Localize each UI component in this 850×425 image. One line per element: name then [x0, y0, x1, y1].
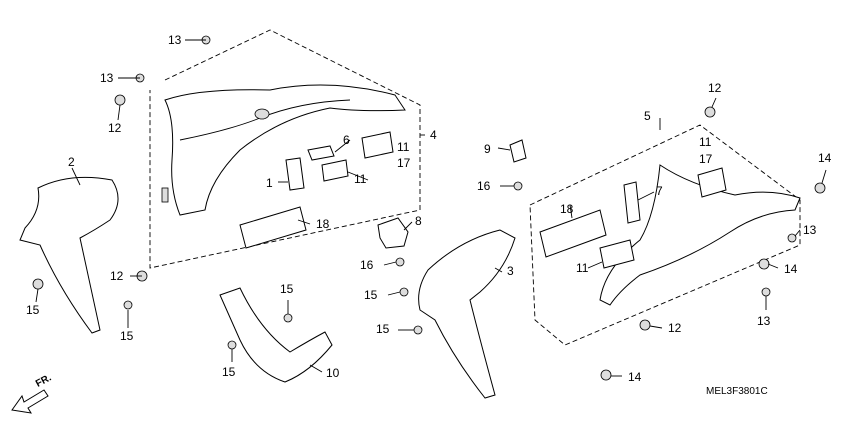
clip-9 — [509, 139, 527, 163]
pad-17-right — [697, 167, 727, 198]
callout-18: 18 — [316, 217, 330, 231]
assembly-box-right — [529, 124, 801, 346]
bracket-8 — [377, 217, 409, 249]
callout-6: 6 — [343, 133, 350, 147]
callout-2: 2 — [68, 155, 75, 169]
callout-13: 13 — [100, 71, 114, 85]
callout-15: 15 — [376, 322, 390, 336]
callout-4: 4 — [430, 128, 437, 142]
callout-17: 17 — [699, 152, 713, 166]
side-panel-2 — [19, 176, 119, 334]
callout-15: 15 — [280, 282, 294, 296]
callout-16: 16 — [360, 258, 374, 272]
strip-18-left — [239, 206, 307, 249]
callout-15: 15 — [222, 365, 236, 379]
pad-7 — [623, 181, 641, 224]
upper-cowl — [164, 84, 406, 216]
pad-1 — [285, 157, 305, 191]
callout-8: 8 — [415, 214, 422, 228]
callout-10: 10 — [326, 366, 340, 380]
leader-lines — [35, 39, 827, 377]
fr-arrow-icon — [11, 389, 49, 414]
pad-6 — [307, 145, 335, 161]
fasteners — [32, 35, 826, 381]
strip-18-right — [539, 209, 607, 258]
callout-12: 12 — [108, 121, 122, 135]
callout-12: 12 — [708, 81, 722, 95]
callout-1: 1 — [266, 176, 273, 190]
callout-13: 13 — [168, 33, 182, 47]
callout-11: 11 — [397, 140, 410, 154]
diagram-code: MEL3F3801C — [706, 386, 768, 397]
upper-cowl-hole — [254, 108, 270, 120]
callout-13: 13 — [803, 223, 817, 237]
callout-15: 15 — [364, 288, 378, 302]
upper-cowl-tab — [161, 187, 169, 203]
callout-7: 7 — [656, 184, 663, 198]
callout-17: 17 — [397, 156, 411, 170]
callout-13: 13 — [757, 314, 771, 328]
callout-15: 15 — [120, 329, 134, 343]
callout-11: 11 — [354, 172, 367, 186]
callout-5: 5 — [644, 109, 651, 123]
pad-17 — [361, 131, 394, 159]
callout-15: 15 — [26, 303, 40, 317]
callout-9: 9 — [484, 142, 491, 156]
callout-14: 14 — [818, 151, 832, 165]
pad-11-b — [599, 239, 635, 269]
callout-14: 14 — [628, 370, 642, 384]
callout-12: 12 — [668, 321, 682, 335]
pad-11-a — [321, 159, 349, 182]
callout-3: 3 — [507, 264, 514, 278]
callout-14: 14 — [784, 262, 798, 276]
callout-18: 18 — [560, 202, 574, 216]
callout-11: 11 — [576, 261, 589, 275]
lower-bracket-10 — [219, 287, 333, 383]
assembly-box-left — [149, 29, 421, 269]
side-panel-3 — [418, 229, 516, 399]
callout-11: 11 — [699, 135, 712, 149]
callout-12: 12 — [110, 269, 124, 283]
callout-16: 16 — [477, 179, 491, 193]
